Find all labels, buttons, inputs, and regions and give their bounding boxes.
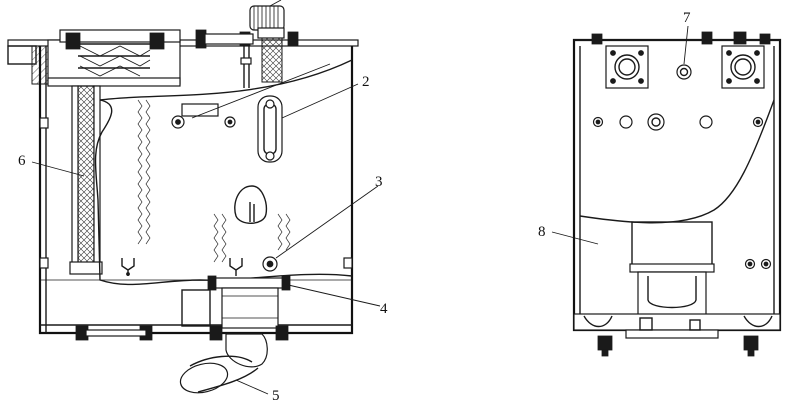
cutaway-curve xyxy=(579,99,775,224)
end-view xyxy=(572,31,782,357)
filter-element xyxy=(69,85,103,275)
outlet-assembly xyxy=(181,275,291,329)
baffle-outline xyxy=(94,99,353,286)
top-plate xyxy=(7,39,359,47)
left-flange xyxy=(605,45,649,89)
breather-7 xyxy=(676,64,692,80)
callout-3: 3 xyxy=(375,174,383,190)
side-section-view xyxy=(7,5,359,394)
callout-8: 8 xyxy=(538,224,546,240)
callout-4: 4 xyxy=(380,301,388,317)
callout-6: 6 xyxy=(18,153,26,169)
leader-lines xyxy=(31,0,689,395)
right-flange xyxy=(721,45,765,89)
level-gauge xyxy=(257,95,283,163)
breather-cap xyxy=(249,5,285,83)
callout-7: 7 xyxy=(683,10,691,26)
tank-body xyxy=(38,46,354,335)
spring xyxy=(79,45,151,77)
suction-hose xyxy=(179,333,268,394)
callout-5: 5 xyxy=(272,388,280,401)
inspection-port xyxy=(234,185,268,224)
callout-2: 2 xyxy=(362,74,370,90)
